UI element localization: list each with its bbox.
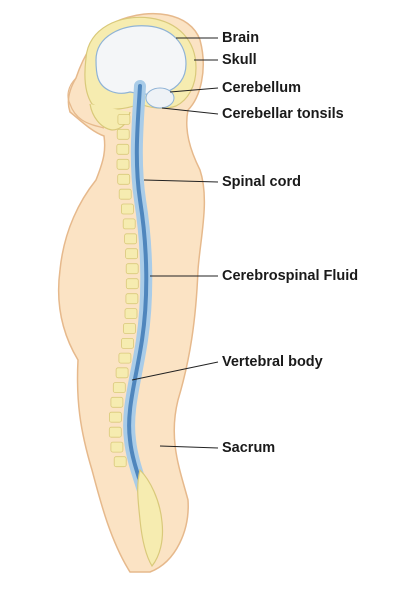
vertebra <box>122 218 136 230</box>
label-spinal-cord: Spinal cord <box>222 174 301 190</box>
vertebra <box>115 367 129 379</box>
label-brain: Brain <box>222 30 260 46</box>
vertebra <box>108 426 122 438</box>
leader-spinal-cord <box>143 179 219 183</box>
leader-sacrum <box>159 445 219 449</box>
leader-cerebellum <box>169 87 219 93</box>
vertebra <box>123 323 136 334</box>
vertebra <box>117 173 131 185</box>
cerebellum-shape <box>145 87 175 109</box>
vertebra <box>124 233 137 245</box>
vertebra <box>116 158 130 170</box>
vertebra <box>116 143 130 155</box>
face-profile <box>67 77 105 129</box>
body-silhouette <box>57 12 206 573</box>
vertebra <box>117 114 131 125</box>
spinal-cord-line <box>127 84 149 502</box>
leader-cerebellar-tonsils <box>161 107 219 115</box>
sacrum-bone <box>137 468 164 568</box>
label-cerebellum: Cerebellum <box>222 80 301 96</box>
label-vertebral-body: Vertebral body <box>222 354 323 370</box>
vertebra <box>116 128 130 140</box>
vertebra <box>125 263 139 275</box>
vertebra <box>113 456 127 468</box>
vertebra <box>121 337 134 349</box>
label-cerebellar-tonsils: Cerebellar tonsils <box>222 106 344 122</box>
vertebra <box>118 188 132 200</box>
vertebra <box>125 293 139 305</box>
label-skull: Skull <box>222 52 257 68</box>
vertebra <box>125 248 138 260</box>
vertebra <box>118 352 132 364</box>
vertebra <box>124 308 138 320</box>
vertebra <box>112 382 126 394</box>
label-sacrum: Sacrum <box>222 440 276 456</box>
vertebra <box>125 278 139 290</box>
vertebra <box>109 411 122 423</box>
label-csf: Cerebrospinal Fluid <box>222 268 359 284</box>
vertebra <box>121 203 134 215</box>
vertebral-column <box>108 114 139 468</box>
vertebra <box>110 441 124 453</box>
vertebra <box>110 396 124 408</box>
leader-vertebral-body <box>131 361 219 381</box>
